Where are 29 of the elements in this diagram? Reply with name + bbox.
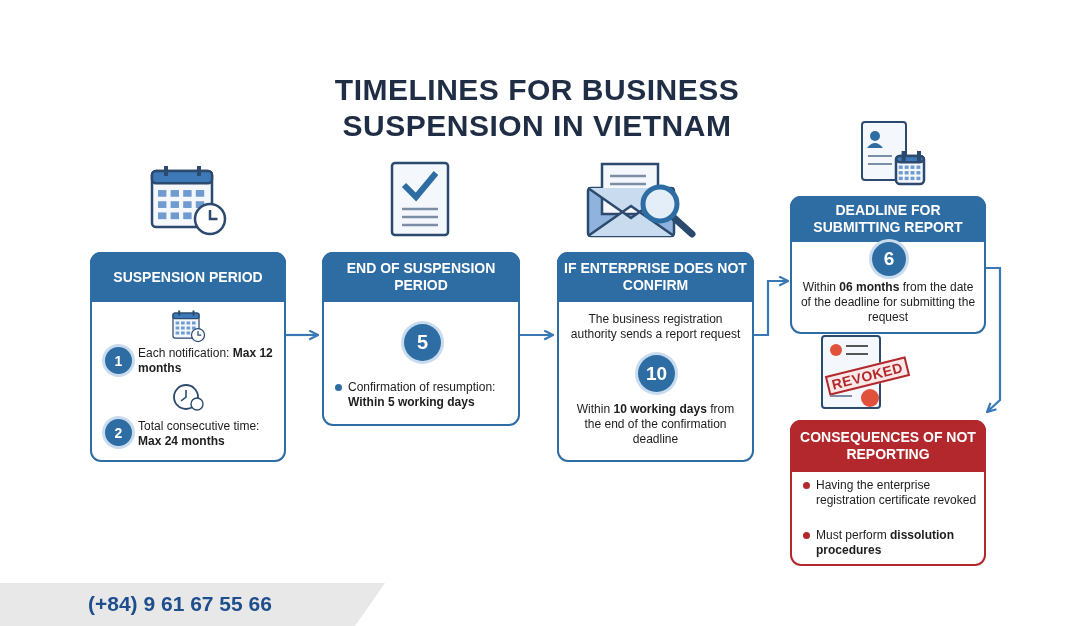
- number-badge: 6: [872, 242, 906, 276]
- timeline-card: [90, 252, 286, 462]
- number-badge: 1: [105, 347, 132, 374]
- card-heading: CONSEQUENCES OF NOT REPORTING: [790, 420, 986, 472]
- arrow: [754, 275, 790, 337]
- arrow: [520, 329, 555, 341]
- card-text: Within 06 months from the date of the deadline for submitting the request: [799, 280, 977, 325]
- number-badge: 2: [105, 419, 132, 446]
- title: TIMELINES FOR BUSINESS SUSPENSION IN VIETNAM: [333, 72, 741, 144]
- arrow: [286, 329, 320, 341]
- card-text: Each notification: Max 12 months: [138, 346, 274, 376]
- card-text: Within 10 working days from the end of the confirmation deadline: [575, 402, 736, 447]
- card-text: Total consecutive time: Max 24 months: [138, 419, 261, 449]
- timeline-card: [557, 252, 754, 462]
- card-heading: SUSPENSION PERIOD: [90, 252, 286, 302]
- card-text: Confirmation of resumption: Within 5 working days: [348, 380, 497, 410]
- card-heading: DEADLINE FOR SUBMITTING REPORT: [790, 196, 986, 242]
- card-heading: IF ENTERPRISE DOES NOT CONFIRM: [557, 252, 754, 302]
- timeline-card: [322, 252, 520, 426]
- timeline-card: [790, 196, 986, 334]
- number-badge: 10: [638, 355, 675, 392]
- card-heading: END OF SUSPENSION PERIOD: [322, 252, 520, 302]
- number-badge: 5: [404, 324, 441, 361]
- card-text: Having the enterprise registration certificate revoked: [816, 478, 978, 508]
- card-text: The business registration authority sends a report request: [569, 312, 742, 342]
- card-text: Must perform dissolution procedures: [816, 528, 955, 558]
- phone-number: (+84) 9 61 67 55 66: [88, 592, 272, 616]
- timeline-card: [790, 420, 986, 566]
- arrow: [985, 266, 1002, 414]
